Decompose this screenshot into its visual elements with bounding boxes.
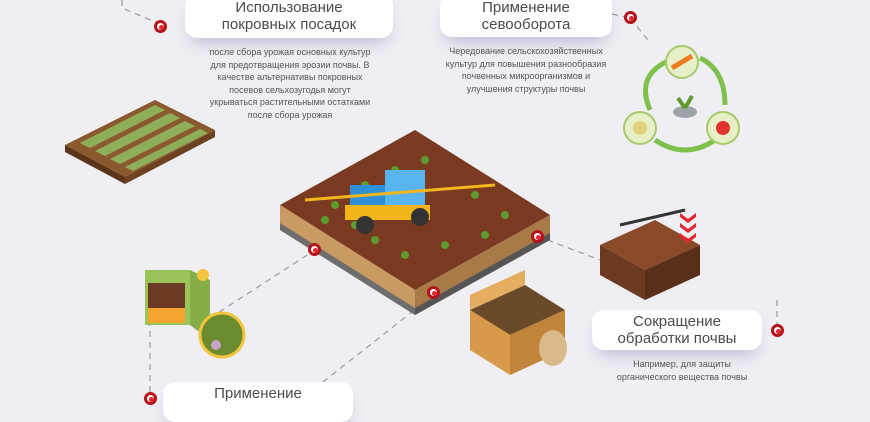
description-line: после сбора урожая основных культур (209, 47, 371, 57)
marker-crop-rotation[interactable] (624, 11, 637, 24)
description-line: улучшения структуры почвы (466, 83, 586, 94)
biofertilizer-canister-illustration (145, 269, 246, 359)
marker-field-right[interactable] (531, 230, 544, 243)
card-biofertilizer: Применение (163, 382, 353, 422)
description-line: после сбора урожая (247, 109, 333, 120)
marker-field-bottom[interactable] (427, 286, 440, 299)
description-line: качестве альтернативы покровных (217, 72, 363, 82)
description-line: для предотвращения эрозии почвы. В (210, 59, 370, 70)
description-line: Например, для защиты (633, 359, 731, 369)
card-crop-rotation: Применение севооборота (440, 0, 612, 37)
marker-reduced-tillage[interactable] (771, 324, 784, 337)
card-title-line2: покровных посадок (221, 16, 357, 33)
description-line: культур для повышения разнообразия (445, 58, 607, 69)
description-cover-crops: после сбора урожая основных культур для … (190, 46, 390, 121)
description-line: почвенных микроорганизмов и (461, 71, 591, 81)
compost-box-illustration (470, 270, 567, 375)
description-line: укрываться растительными остатками (209, 97, 371, 107)
description-line: органического вещества почвы (616, 371, 748, 382)
card-title-line2: обработки почвы (617, 330, 737, 347)
card-title-line1: Применение (482, 0, 570, 16)
description-reduced-tillage: Например, для защиты органического вещес… (592, 358, 772, 383)
card-title-line1: Применение (214, 385, 302, 402)
card-title-line1: Сокращение (633, 313, 721, 330)
card-title-line1: Использование (235, 0, 343, 16)
marker-field-left[interactable] (308, 243, 321, 256)
marker-cover-crops[interactable] (154, 20, 167, 33)
card-reduced-tillage: Сокращение обработки почвы (592, 310, 762, 350)
card-cover-crops: Использование покровных посадок (185, 0, 393, 38)
description-line: Чередование сельскохозяйственных (449, 46, 603, 56)
crop-rotation-cycle-illustration (623, 45, 740, 153)
marker-biofertilizer[interactable] (144, 392, 157, 405)
field-with-sprayer-illustration (280, 130, 550, 315)
description-crop-rotation: Чередование сельскохозяйственных культур… (430, 45, 622, 95)
description-line: посевов сельхозугодья могут (229, 84, 351, 95)
cover-crop-field-illustration (65, 100, 215, 184)
card-title-line2: севооборота (481, 15, 571, 33)
reduced-tillage-illustration (600, 208, 700, 300)
